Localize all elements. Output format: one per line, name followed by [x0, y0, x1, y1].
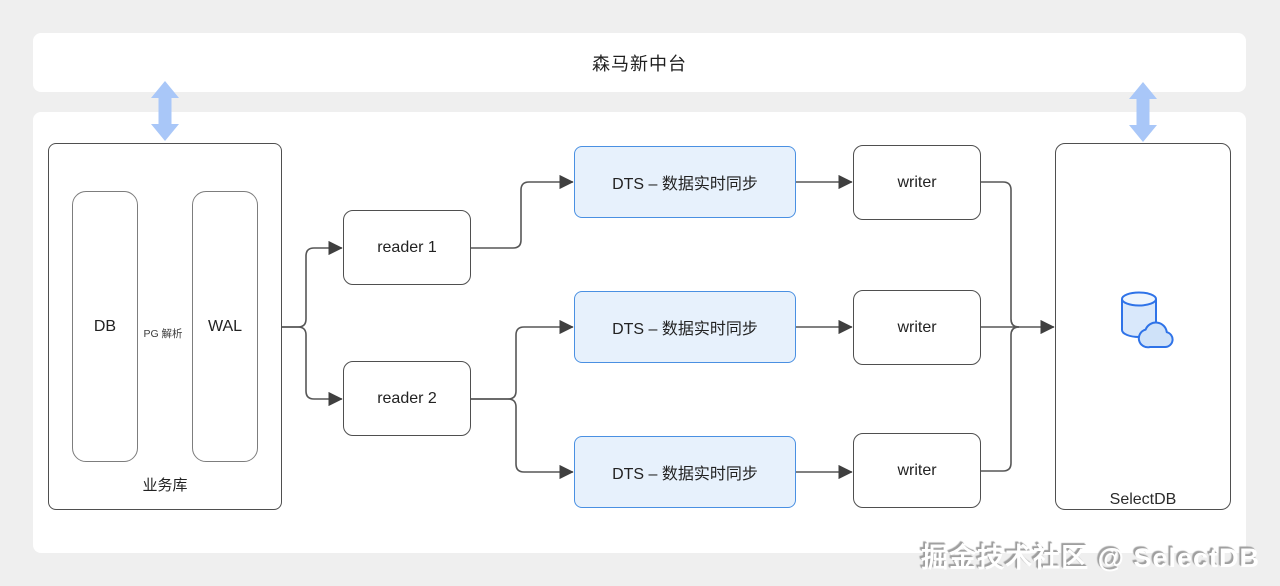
node-db: DB: [72, 191, 138, 462]
node-reader-2: reader 2: [343, 361, 471, 436]
top-banner: 森马新中台: [33, 33, 1246, 92]
node-writer-3: writer: [853, 433, 981, 508]
business-db-group: DB WAL 业务库: [48, 143, 282, 510]
node-wal-label: WAL: [207, 317, 243, 335]
node-selectdb-label: SelectDB: [1109, 491, 1177, 508]
node-writer-1: writer: [853, 145, 981, 220]
node-dts-2: DTS – 数据实时同步: [574, 291, 796, 363]
node-wal: WAL: [192, 191, 258, 462]
business-db-group-label: 业务库: [142, 477, 188, 494]
banner-title: 森马新中台: [592, 53, 687, 74]
node-writer-2: writer: [853, 290, 981, 365]
watermark-text: 掘金技术社区 @ SelectDB: [921, 543, 1260, 573]
node-writer-3-label: writer: [897, 461, 937, 479]
node-dts-1: DTS – 数据实时同步: [574, 146, 796, 218]
database-cloud-icon: [1056, 287, 1230, 351]
node-dts-3-label: DTS – 数据实时同步: [612, 466, 758, 483]
pg-parse-edge-label: PG 解析: [143, 328, 183, 340]
node-db-label: DB: [93, 317, 117, 335]
node-dts-1-label: DTS – 数据实时同步: [612, 176, 758, 193]
node-writer-2-label: writer: [897, 318, 937, 336]
node-dts-2-label: DTS – 数据实时同步: [612, 321, 758, 338]
node-dts-3: DTS – 数据实时同步: [574, 436, 796, 508]
node-reader-1: reader 1: [343, 210, 471, 285]
node-writer-1-label: writer: [897, 173, 937, 191]
node-reader-1-label: reader 1: [377, 238, 437, 256]
node-reader-2-label: reader 2: [377, 389, 437, 407]
node-selectdb: SelectDB: [1055, 143, 1231, 510]
